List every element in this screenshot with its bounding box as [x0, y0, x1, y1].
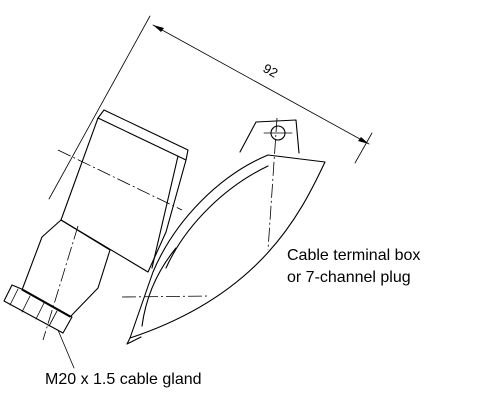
terminal-box-shell [129, 154, 326, 339]
terminal-box-centerline [267, 117, 278, 251]
cable-gland [3, 284, 75, 369]
extension-line-right [354, 132, 373, 164]
cable-gland-nut [3, 284, 73, 334]
gland-centerline [42, 225, 79, 341]
sensor-top-chamfer [97, 109, 189, 161]
mounting-lug [239, 119, 300, 154]
cable-gland-label-text: M20 x 1.5 cable gland [45, 371, 202, 388]
adapter-neck [21, 219, 111, 341]
gland-thread-4 [48, 310, 58, 327]
terminal-box-bottom-flange [126, 336, 142, 345]
gland-leader-line [57, 329, 75, 369]
terminal-box-housing [121, 117, 326, 345]
extension-line-left [48, 15, 151, 200]
sensor-body [57, 109, 189, 273]
terminal-box-label-line1: Cable terminal box [287, 247, 421, 264]
sensor-centerline [57, 149, 183, 211]
sensor-side-band [151, 155, 179, 269]
dimension-line [152, 24, 370, 145]
base-centerline [121, 295, 211, 298]
cable-gland-label: M20 x 1.5 cable gland [45, 369, 202, 391]
dimension-arrow-left [153, 25, 164, 32]
terminal-box-inner-rim [165, 165, 269, 269]
dimension-92: 92 [48, 15, 373, 200]
gland-thread-2 [21, 295, 31, 313]
dimension-arrow-right [358, 137, 369, 144]
adapter-neck-outline [21, 219, 111, 318]
terminal-box-label-line2: or 7-channel plug [287, 269, 411, 286]
terminal-box-front-face [141, 247, 177, 327]
terminal-box-label: Cable terminal box or 7-channel plug [287, 245, 420, 289]
gland-thread-3 [35, 302, 45, 320]
sensor-main-body [60, 117, 187, 273]
gland-thread-1 [9, 288, 19, 306]
dimension-value: 92 [261, 61, 281, 81]
